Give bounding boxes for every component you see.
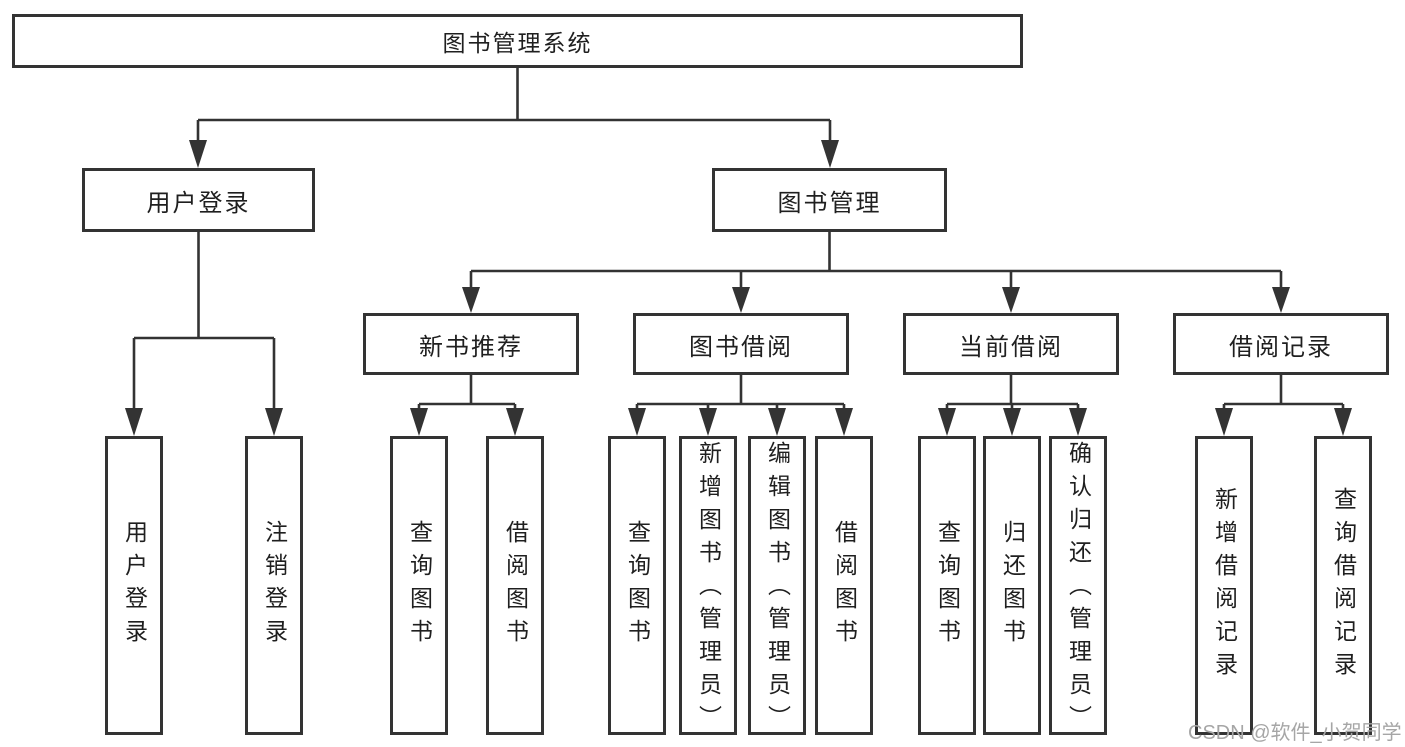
node-label: 注销登录: [261, 519, 288, 652]
node-borrowing-records: 借阅记录: [1173, 313, 1389, 375]
leaf-confirm-return-admin: 确认归还（管理员）: [1049, 436, 1107, 738]
node-label: 用户登录: [146, 189, 251, 217]
node-label: 确认归还（管理员）: [1065, 440, 1092, 738]
leaf-add-book-admin: 新增图书（管理员）: [679, 436, 737, 738]
node-label: 借阅图书: [502, 519, 529, 652]
node-label: 图书管理: [777, 189, 882, 217]
leaf-query-books-current: 查询图书: [918, 436, 976, 735]
node-label: 归还图书: [999, 519, 1026, 652]
leaf-query-books-borrowing: 查询图书: [608, 436, 666, 735]
node-label: 新增借阅记录: [1211, 486, 1238, 685]
node-label: 查询图书: [934, 519, 961, 652]
node-label: 查询图书: [406, 519, 433, 652]
leaf-borrow-books: 借阅图书: [815, 436, 873, 735]
node-label: 当前借阅: [959, 333, 1063, 361]
node-label: 借阅记录: [1229, 333, 1333, 361]
node-user-login: 用户登录: [82, 168, 315, 232]
leaf-query-books-recommend: 查询图书: [390, 436, 448, 735]
node-label: 图书管理系统: [442, 30, 593, 56]
leaf-query-borrow-record: 查询借阅记录: [1314, 436, 1372, 735]
leaf-logout: 注销登录: [245, 436, 303, 735]
node-label: 图书借阅: [689, 333, 793, 361]
leaf-user-login: 用户登录: [105, 436, 163, 735]
leaf-add-borrow-record: 新增借阅记录: [1195, 436, 1253, 735]
watermark-text: CSDN @软件_小贺同学: [1188, 722, 1402, 744]
node-book-borrowing: 图书借阅: [633, 313, 849, 375]
node-current-borrowing: 当前借阅: [903, 313, 1119, 375]
node-label: 查询图书: [624, 519, 651, 652]
node-label: 新书推荐: [419, 333, 523, 361]
node-book-management: 图书管理: [712, 168, 947, 232]
node-new-book-recommend: 新书推荐: [363, 313, 579, 375]
node-label: 查询借阅记录: [1330, 486, 1357, 685]
leaf-borrow-books-recommend: 借阅图书: [486, 436, 544, 735]
node-label: 借阅图书: [831, 519, 858, 652]
leaf-return-book: 归还图书: [983, 436, 1041, 735]
node-label: 编辑图书（管理员）: [764, 440, 791, 738]
node-label: 新增图书（管理员）: [695, 440, 722, 738]
leaf-edit-book-admin: 编辑图书（管理员）: [748, 436, 806, 738]
node-library-management-system: 图书管理系统: [12, 14, 1023, 68]
node-label: 用户登录: [121, 519, 148, 652]
